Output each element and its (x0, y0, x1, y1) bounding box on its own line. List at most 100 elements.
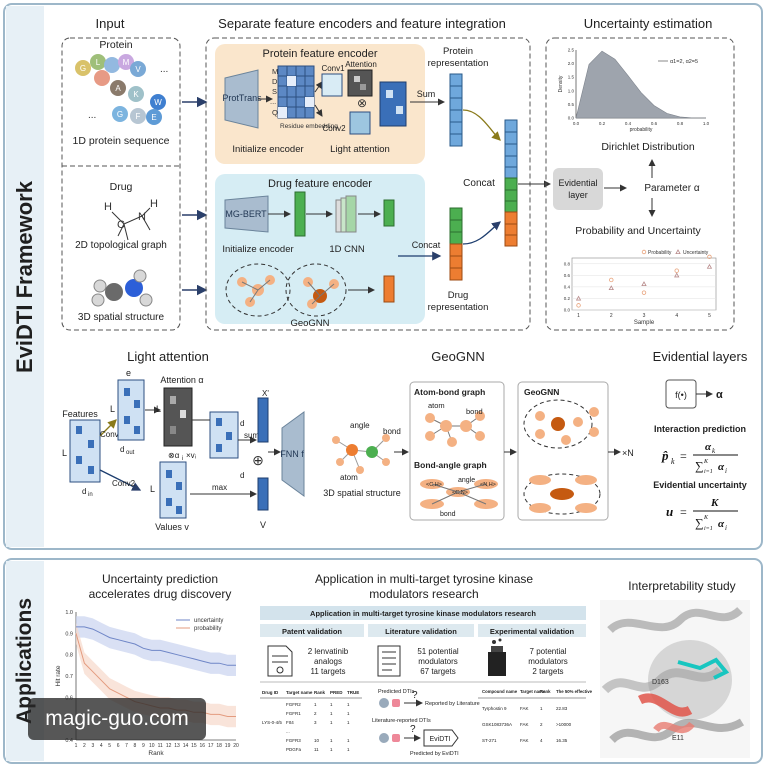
exp-table-cell: FAK (520, 738, 529, 743)
interaction-prediction-label: Interaction prediction (654, 424, 746, 434)
experimental-icon (488, 638, 506, 676)
drug-rep-label-2: representation (428, 302, 489, 313)
concat-label: Concat (463, 178, 495, 189)
patent-desc-3: 11 targets (311, 667, 346, 676)
residue-matrix (277, 65, 315, 119)
e-label: e (126, 368, 131, 378)
patent-table-cell: 1 (330, 720, 333, 725)
reported-by-literature: Reported by Literature (425, 701, 480, 707)
atom-c: C (117, 219, 125, 231)
encoders-title: Separate feature encoders and feature in… (218, 16, 506, 31)
evidential-layer-box (553, 168, 603, 210)
question-2: ? (410, 724, 416, 735)
density-ytick: 0.0 (568, 116, 575, 121)
light-attention-diagram: Features L d in Conv1 e L d out Attentio… (62, 368, 305, 532)
fnn-label: FNN f (280, 449, 304, 459)
hitrate-xtick: 9 (142, 743, 145, 749)
geognn-inner-label: GeoGNN (524, 387, 559, 397)
scatter-point-prob (707, 254, 712, 260)
evidential-title: Evidential layers (653, 349, 748, 364)
p-num-k: k (712, 447, 716, 455)
dout-label-1: d (120, 445, 124, 454)
hitrate-xtick: 6 (117, 743, 120, 749)
p-hat: p̂ (661, 448, 669, 463)
e11-label: E11 (672, 735, 684, 742)
patent-table-header: Rank (314, 690, 326, 695)
density-legend: α1=2, α2=5 (670, 59, 698, 65)
unc-title-2: accelerates drug discovery (89, 587, 232, 601)
uncertainty-box (545, 37, 735, 331)
input-box (61, 37, 181, 331)
patent-table-cell: 2 (314, 711, 317, 716)
evidential-layer-label-1: Evidential (558, 178, 597, 188)
spatial3d-label: 3D spatial structure (78, 312, 165, 323)
p-den-alpha: α (718, 461, 725, 473)
la-L-label-3: L (156, 404, 161, 414)
atom-bond-box (409, 381, 505, 521)
density-xtick: 0.8 (677, 121, 684, 126)
atom-n: N (138, 211, 146, 223)
scatter-point-prob (576, 303, 581, 308)
fnn-block (281, 411, 305, 497)
density-ylabel: Density (558, 75, 564, 92)
density-xtick: 0.2 (599, 121, 606, 126)
evidential-layer-label-2: layer (568, 190, 588, 200)
drug-initialize-encoder: Initialize encoder (222, 244, 293, 255)
density-xtick: 1.0 (703, 121, 710, 126)
drug-rep-bar (449, 207, 463, 281)
p-sum-bot: i=1 (704, 469, 713, 475)
framework-sidebar (6, 6, 44, 547)
hitrate-xtick: 19 (225, 743, 231, 749)
p-hat-k: k (671, 457, 675, 466)
residue-0: M (272, 67, 278, 76)
hitrate-ytick: 1.0 (65, 610, 73, 616)
scatter-xtick: 1 (577, 313, 580, 319)
hitrate-xtick: 17 (208, 743, 214, 749)
atom-label-graph: atom (428, 401, 445, 410)
exp-table-cell: FAK (520, 706, 529, 711)
concat-bar (504, 119, 518, 247)
din-sub: in (88, 492, 93, 498)
patent-table-cell: 1 (347, 747, 350, 752)
angle-label: angle (350, 421, 370, 430)
patent-table-cell: FIt4 (286, 720, 294, 725)
protein-encoder-title: Protein feature encoder (263, 48, 378, 60)
bond-angle-graph: <C,H> <C,N> <N,H> angle bond (420, 477, 498, 518)
drug-2d-graph: H C N H (104, 198, 158, 241)
patent-icon (267, 645, 293, 677)
lit-desc-1: 51 potential (417, 647, 459, 656)
scatter-ytick: 0.0 (564, 308, 571, 313)
alpha-v-sub: i (182, 456, 183, 462)
density-ytick: 1.0 (568, 88, 575, 93)
density-ytick: 2.5 (568, 48, 575, 53)
density-xtick: 0.4 (625, 121, 632, 126)
patent-table-cell: 11 (314, 747, 319, 752)
literature-validation-label: Literature validation (385, 627, 457, 636)
exp-table-cell: FAK (520, 722, 529, 727)
cn-node-1: <C,N> (452, 490, 468, 496)
patent-table-cell: 3 (314, 720, 317, 725)
f-label: f(•) (675, 390, 687, 400)
scatter-xlabel: Sample (634, 320, 655, 326)
conv1-block (321, 73, 343, 97)
conv2-block (349, 111, 371, 135)
aa-9: E (151, 113, 156, 122)
literature-icon (377, 645, 401, 677)
la-L-label-2: L (110, 404, 115, 414)
sum-la-label: sum (244, 431, 259, 440)
patent-table-cell: FGFR2 (286, 702, 301, 707)
angle-label-graph: angle (458, 477, 475, 484)
hitrate-xtick: 15 (191, 743, 197, 749)
bond-angle-graph-label: Bond-angle graph (414, 460, 487, 470)
bond-label-graph: bond (466, 407, 483, 416)
cnn-label: 1D CNN (329, 244, 365, 255)
predicted-by-evidti: Predicted by EviDTI (410, 751, 459, 757)
sum-label: Sum (417, 89, 436, 99)
hitrate-xtick: 20 (233, 743, 239, 749)
hitrate-xtick: 11 (158, 743, 163, 749)
patent-table-cell: 1 (330, 711, 333, 716)
density-xlabel: probability (630, 127, 653, 133)
values-v-label: Values v (155, 522, 189, 532)
